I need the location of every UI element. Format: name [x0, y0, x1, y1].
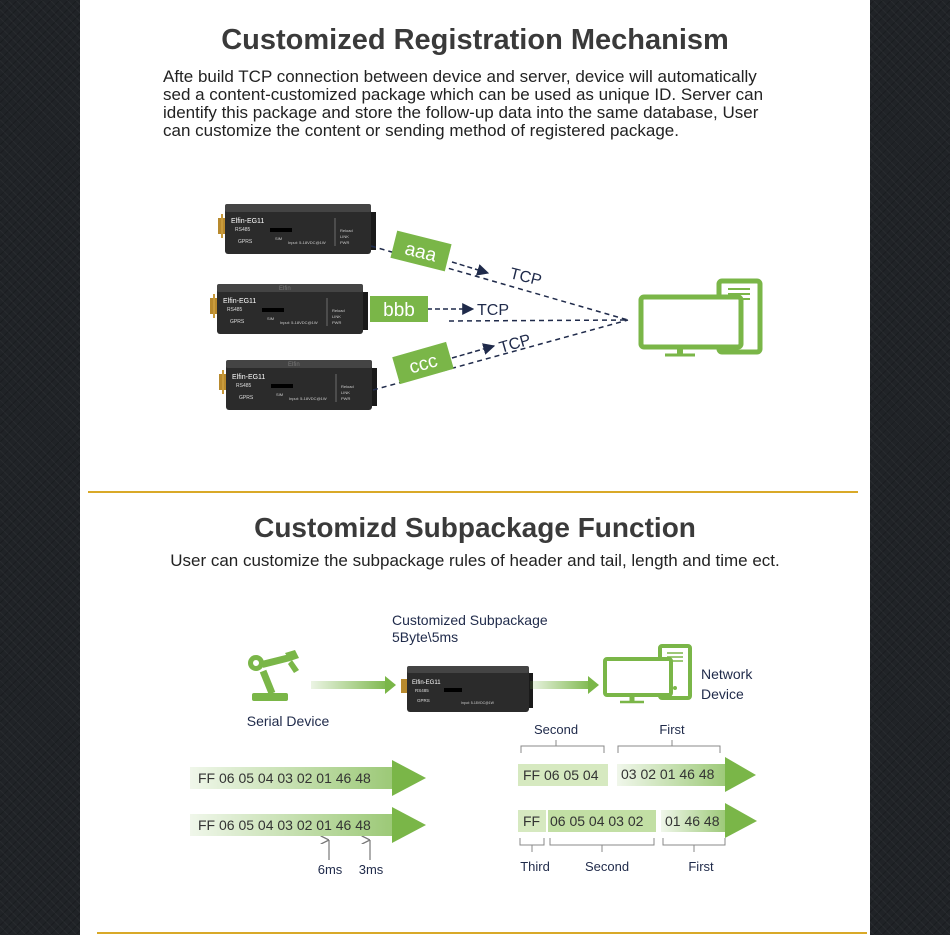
- device-logo: Elfin: [288, 362, 300, 368]
- package-badge-bbb: bbb: [370, 296, 428, 322]
- out2-third-bytes: FF: [523, 813, 540, 829]
- out2-second-bytes: 06 05 04 03 02: [550, 813, 644, 829]
- tcp-label-3: TCP: [497, 332, 532, 357]
- tcp-arrow-1: [451, 261, 490, 276]
- device-port2: GPRS: [230, 319, 245, 325]
- section2-description: User can customize the subpackage rules …: [170, 551, 780, 570]
- package-label: bbb: [383, 300, 415, 321]
- section1-title: Customized Registration Mechanism: [221, 24, 729, 56]
- output-row-1: FF 06 05 04 03 02 01 46 48: [518, 757, 756, 792]
- description-line: identify this package and store the foll…: [163, 103, 759, 122]
- subpackage-title: Customized Subpackage: [392, 612, 548, 628]
- subpackage-rule: 5Byte\5ms: [392, 629, 458, 645]
- out2-first-label: First: [688, 859, 714, 874]
- serial-device-label: Serial Device: [247, 713, 330, 729]
- device-sim: SIM: [267, 316, 274, 321]
- description-line: sed a content-customized package which c…: [163, 85, 764, 104]
- device-port1: RS485: [227, 307, 243, 313]
- out1-second-bytes: FF 06 05 04: [523, 767, 599, 783]
- diagram-canvas: Elfin-EG11 RS485 GPRS SIM Input: 5-18VDC…: [190, 203, 763, 877]
- tcp-label-1: TCP: [508, 265, 543, 289]
- section1-description: Afte build TCP connection between device…: [163, 68, 763, 140]
- network-device-label-2: Device: [701, 686, 744, 702]
- device-port1: RS485: [236, 383, 252, 389]
- output-row-2: FF 06 05 04 03 02 01 46 48: [518, 803, 757, 838]
- device-model: Elfin-EG11: [223, 298, 256, 305]
- tcp-arrow-3: [451, 343, 496, 359]
- device-side-label: PWR: [341, 396, 350, 401]
- tcp-label-2: TCP: [477, 302, 509, 319]
- server-computer-icon: [638, 278, 763, 357]
- out1-first-bracket: [617, 740, 721, 753]
- device-model: Elfin-EG11: [232, 374, 265, 381]
- stream-bytes: FF 06 05 04 03 02 01 46 48: [198, 770, 371, 786]
- network-device-label-1: Network: [701, 666, 753, 682]
- section-divider: [88, 491, 858, 493]
- flow-arrow-1: [311, 676, 396, 694]
- robot-arm-icon: [248, 650, 299, 701]
- out2-second-bracket: [549, 838, 655, 852]
- package-badge-aaa: aaa: [390, 230, 452, 272]
- time-gap-3ms: 3ms: [359, 862, 384, 877]
- device-side-label: Reload: [332, 308, 345, 313]
- device-side-label: LINK: [341, 390, 350, 395]
- device-sim: SIM: [275, 236, 282, 241]
- out1-first-label: First: [659, 722, 685, 737]
- gateway-device-center: Elfin-EG11 RS485 GPRS Input: 5-18VDC@1W: [401, 666, 533, 712]
- device-side-label: PWR: [340, 240, 349, 245]
- gateway-device-2: Elfin Elfin-EG11 RS485 GPRS SIM Input: 5…: [209, 283, 369, 335]
- network-device-icon: [603, 644, 692, 704]
- device-input: Input: 5-18VDC@1W: [289, 396, 327, 401]
- device-port2: GPRS: [238, 239, 253, 245]
- bottom-divider: [97, 932, 867, 934]
- device-logo: Elfin: [279, 286, 291, 292]
- link-line-2: [448, 319, 629, 322]
- package-badge-ccc: ccc: [392, 341, 454, 385]
- input-stream-2: FF 06 05 04 03 02 01 46 48: [190, 807, 426, 843]
- description-line: Afte build TCP connection between device…: [163, 67, 757, 86]
- device-port1: RS485: [415, 688, 429, 693]
- device-side-label: LINK: [332, 314, 341, 319]
- device-sim: SIM: [276, 392, 283, 397]
- device-side-label: Reload: [340, 228, 353, 233]
- content-panel: Customized Registration Mechanism Afte b…: [80, 0, 870, 935]
- section2-title: Customizd Subpackage Function: [254, 512, 696, 543]
- link-line-3: [372, 319, 629, 391]
- device-port1: RS485: [235, 227, 251, 233]
- device-model: Elfin-EG11: [412, 680, 441, 686]
- out2-third-label: Third: [520, 859, 550, 874]
- out2-third-bracket: [519, 838, 545, 852]
- gateway-device-1: Elfin-EG11 RS485 GPRS SIM Input: 5-18VDC…: [217, 203, 377, 255]
- device-input: Input: 5-18VDC@1W: [461, 701, 495, 705]
- device-input: Input: 5-18VDC@1W: [280, 320, 318, 325]
- time-gap-6ms: 6ms: [318, 862, 343, 877]
- flow-arrow-2: [530, 676, 599, 694]
- device-port2: GPRS: [417, 698, 430, 703]
- gateway-device-3: Elfin Elfin-EG11 RS485 GPRS SIM Input: 5…: [218, 359, 378, 411]
- out1-second-label: Second: [534, 722, 578, 737]
- device-side-label: Reload: [341, 384, 354, 389]
- device-input: Input: 5-18VDC@1W: [288, 240, 326, 245]
- out2-first-bytes: 01 46 48: [665, 813, 720, 829]
- description-line: can customize the content or sending met…: [163, 121, 679, 140]
- out1-first-bytes: 03 02 01 46 48: [621, 766, 715, 782]
- device-port2: GPRS: [239, 395, 254, 401]
- device-model: Elfin-EG11: [231, 218, 264, 225]
- device-side-label: LINK: [340, 234, 349, 239]
- out2-second-label: Second: [585, 859, 629, 874]
- stream-bytes: FF 06 05 04 03 02 01 46 48: [198, 817, 371, 833]
- out1-second-bracket: [520, 740, 605, 753]
- out2-first-bracket: [662, 838, 726, 852]
- device-side-label: PWR: [332, 320, 341, 325]
- input-stream-1: FF 06 05 04 03 02 01 46 48: [190, 760, 426, 796]
